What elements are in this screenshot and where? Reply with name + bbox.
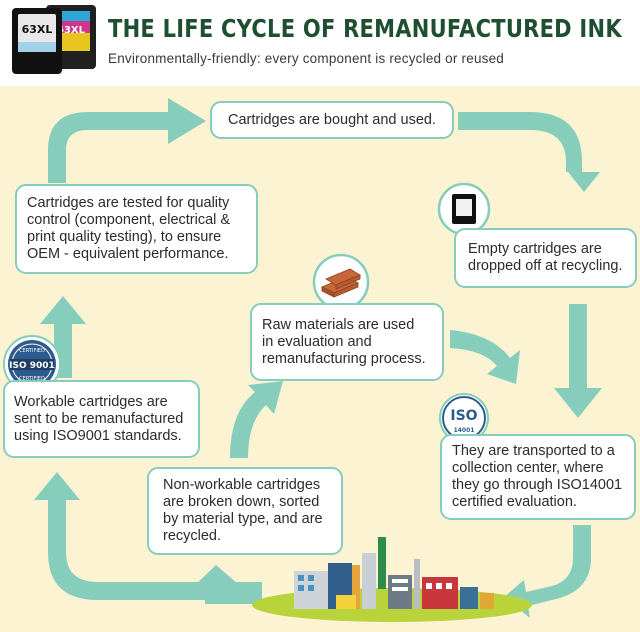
step-transported: They are transported to a collection cen… [440, 434, 636, 520]
color-cartridge-label: 63XL [57, 25, 86, 36]
step-raw-materials: Raw materials are used in evaluation and… [250, 303, 444, 381]
iso14001-badge-sub: 14001 [454, 427, 475, 434]
step-workable: Workable cartridges are sent to be reman… [3, 380, 200, 458]
black-cartridge-label: 63XL [22, 23, 53, 36]
arrow-to-tested [40, 296, 86, 378]
iso9001-badge-bottom: CERTIFIED [19, 376, 45, 382]
arrow-to-raw [230, 381, 283, 458]
step-tested: Cartridges are tested for quality contro… [15, 184, 258, 274]
step-dropped-text: Empty cartridges are dropped off at recy… [468, 241, 623, 274]
arrow-to-factory [504, 525, 591, 618]
iso9001-badge-icon: ISO 9001 CERTIFIED CERTIFIED [2, 334, 62, 394]
factory-illustration-icon [276, 535, 504, 615]
arrow-curve-raw-transported [450, 330, 520, 384]
step-bought: Cartridges are bought and used. [210, 101, 454, 139]
step-workable-text: Workable cartridges are sent to be reman… [14, 393, 184, 444]
iso9001-badge-text: ISO 9001 [9, 361, 55, 371]
arrow-to-transported [554, 304, 602, 418]
ink-cartridges-product-icon: 63XL 63XL [8, 2, 100, 78]
page-title: THE LIFE CYCLE OF REMANUFACTURED INK [108, 14, 622, 43]
iso9001-badge-top: CERTIFIED [19, 348, 45, 354]
step-tested-text: Cartridges are tested for quality contro… [27, 195, 231, 262]
iso14001-badge-text: ISO [450, 408, 477, 424]
lumber-icon [312, 253, 370, 311]
arrow-to-bought [48, 98, 206, 183]
step-non-workable-text: Non-workable cartridges are broken down,… [163, 477, 323, 544]
step-non-workable: Non-workable cartridges are broken down,… [147, 467, 343, 555]
step-raw-materials-text: Raw materials are used in evaluation and… [262, 316, 426, 367]
header: 63XL 63XL THE LIFE CYCLE OF REMANUFACTUR… [0, 0, 640, 86]
step-bought-text: Cartridges are bought and used. [228, 111, 436, 128]
step-dropped: Empty cartridges are dropped off at recy… [454, 228, 637, 288]
cartridge-icon [437, 182, 491, 236]
arrow-to-workable [34, 472, 262, 600]
arrow-to-dropped [458, 112, 600, 192]
page-subtitle: Environmentally-friendly: every componen… [108, 51, 505, 66]
step-transported-text: They are transported to a collection cen… [452, 443, 623, 510]
